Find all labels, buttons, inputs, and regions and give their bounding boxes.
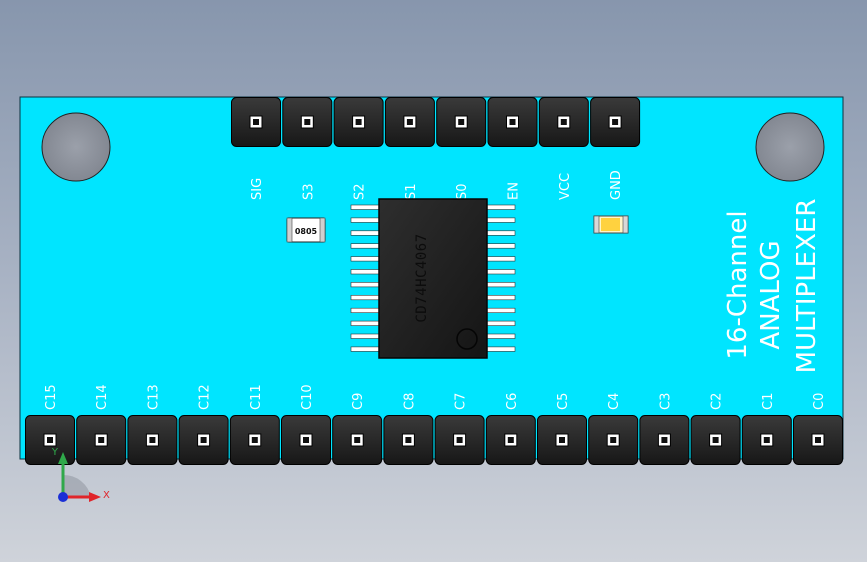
bottom-pin-label-c3: C3 [658,393,673,410]
bottom-pin-c11[interactable] [229,415,280,465]
bottom-pin-c1[interactable] [741,415,792,465]
chip-lead-right [486,243,516,249]
top-pin-label-en: EN [507,182,522,200]
chip-lead-left [350,204,380,210]
top-pin-gnd[interactable] [590,97,641,147]
top-pin-label-vcc: VCC [558,173,573,200]
bottom-pin-label-c14: C14 [95,384,110,410]
chip-lead-right [486,282,516,288]
chip-lead-right [486,256,516,262]
axis-triad: Y X [51,447,110,502]
top-pin-s0[interactable] [436,97,487,147]
top-pin-sig[interactable] [231,97,281,147]
title-line-2: ANALOG [756,240,786,349]
bottom-pin-label-c12: C12 [198,384,213,410]
bottom-pin-c5[interactable] [537,415,587,465]
chip-label: CD74HC4067 [414,233,430,322]
top-pin-label-s1: S1 [404,183,419,200]
y-axis-arrow [58,452,68,464]
title-line-3: MULTIPLEXER [792,199,822,374]
chip-lead-left [350,230,380,236]
bottom-pin-label-c13: C13 [146,384,161,410]
top-pin-labels: SIG S3 S2 S1 S0 EN VCC GND [250,170,624,200]
bottom-pin-label-c4: C4 [607,393,622,410]
bottom-pin-c15[interactable] [25,415,75,465]
bottom-pin-label-c8: C8 [402,393,417,410]
bottom-pin-c0[interactable] [793,415,843,465]
bottom-pin-label-c11: C11 [249,384,264,410]
chip-lead-left [350,269,380,275]
chip-lead-right [486,307,516,314]
chip-lead-left [350,320,380,326]
bottom-pin-c3[interactable] [639,415,690,465]
y-axis-label: Y [51,447,59,458]
top-pin-s3[interactable] [282,97,333,147]
bottom-pin-c7[interactable] [434,415,485,465]
chip-lead-right [486,346,516,352]
bottom-pin-c8[interactable] [383,415,434,465]
bottom-pin-label-c1: C1 [761,393,776,410]
chip-lead-left [350,346,380,352]
bottom-pin-c13[interactable] [127,415,178,465]
top-pin-s1[interactable] [384,97,435,147]
bottom-pin-label-c15: C15 [44,384,59,410]
chip-lead-left [350,282,380,288]
led[interactable] [593,215,629,234]
chip-lead-right [486,294,516,301]
title-line-1: 16-Channel [723,210,753,359]
top-pin-en[interactable] [487,97,538,147]
axis-arc [63,474,91,497]
bottom-pin-label-c10: C10 [300,384,315,410]
chip-pin1-marker [456,328,478,350]
mounting-hole-left [41,112,111,182]
bottom-pin-c4[interactable] [588,415,639,465]
x-axis-label: X [103,490,110,501]
chip-lead-left [350,256,380,262]
bottom-pin-label-c6: C6 [505,393,520,410]
bottom-pin-label-c9: C9 [351,393,366,410]
chip-lead-left [350,217,380,223]
chip-lead-left [350,333,380,339]
top-pin-header [231,97,641,147]
chip-lead-right [486,320,516,326]
resistor-0805[interactable]: 0805 [286,217,326,243]
top-pin-label-sig: SIG [250,178,265,200]
resistor-label: 0805 [295,227,318,236]
bottom-pin-label-c5: C5 [556,393,571,410]
chip-lead-left [350,243,380,249]
top-pin-label-s0: S0 [455,183,470,200]
bottom-pin-c12[interactable] [178,415,229,465]
chip-body[interactable] [378,198,488,359]
bottom-pin-header [25,415,843,465]
top-pin-label-s2: S2 [353,183,368,200]
bottom-pin-c10[interactable] [281,415,331,465]
bottom-pin-c14[interactable] [76,415,127,465]
chip-lead-right [486,269,516,275]
top-pin-vcc[interactable] [538,97,589,147]
bottom-pin-label-c2: C2 [710,393,725,410]
chip-lead-left [350,294,380,301]
bottom-pin-label-c7: C7 [454,393,469,410]
bottom-pin-labels: C15 C14 C13 C12 C11 C10 C9 C8 C7 C6 C5 C4 C3 C2 C1 C0 [44,384,827,410]
chip-lead-right [486,204,516,210]
axis-origin [58,492,68,502]
chip-lead-left [350,307,380,314]
board-title: 16-Channel ANALOG MULTIPLEXER [723,199,822,374]
chip-lead-right [486,230,516,236]
x-axis-arrow [89,492,101,502]
chip-lead-right [486,333,516,339]
bottom-pin-c6[interactable] [485,415,536,465]
bottom-pin-c2[interactable] [690,415,741,465]
mounting-hole-right [755,112,825,182]
bottom-pin-c9[interactable] [332,415,383,465]
chip-lead-right [486,217,516,223]
top-pin-label-s3: S3 [301,183,316,200]
top-pin-s2[interactable] [333,97,384,147]
top-pin-label-gnd: GND [609,170,624,200]
bottom-pin-label-c0: C0 [812,393,827,410]
